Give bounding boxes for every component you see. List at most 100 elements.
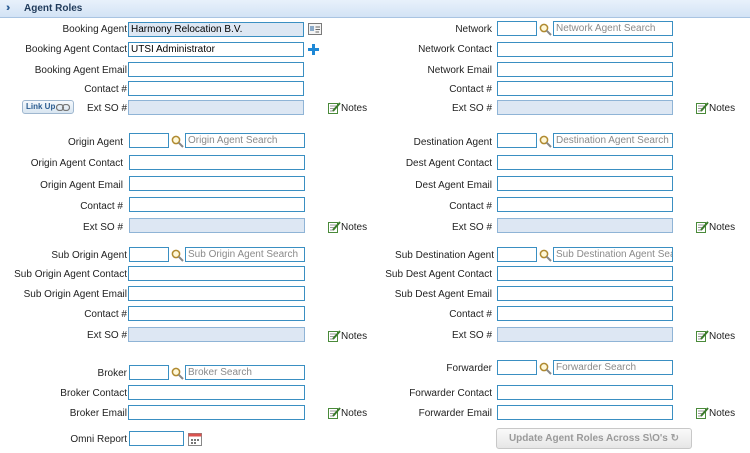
dest-contact-number-label: Contact #	[449, 201, 492, 212]
dest-agent-contact-field[interactable]	[497, 155, 673, 170]
sub-origin-ext-so-field	[128, 327, 305, 342]
add-contact-plus-icon[interactable]	[308, 44, 319, 55]
sub-origin-agent-search-input[interactable]: Sub Origin Agent Search	[185, 247, 305, 262]
magnifier-icon[interactable]	[539, 362, 552, 375]
forwarder-email-label: Forwarder Email	[418, 408, 492, 419]
sub-dest-agent-email-label: Sub Dest Agent Email	[394, 289, 492, 300]
booking-contact-number-field[interactable]	[128, 81, 304, 96]
origin-agent-search-input[interactable]: Origin Agent Search	[185, 133, 305, 148]
broker-email-label: Broker Email	[69, 408, 127, 419]
network-notes-link[interactable]: Notes	[696, 102, 735, 116]
notes-pencil-icon	[328, 221, 341, 233]
destination-agent-search-input[interactable]: Destination Agent Search	[553, 133, 673, 148]
forwarder-label: Forwarder	[446, 363, 492, 374]
booking-ext-so-field	[128, 100, 304, 115]
notes-label: Notes	[341, 408, 368, 419]
magnifier-icon[interactable]	[171, 249, 184, 262]
notes-pencil-icon	[696, 221, 709, 233]
sub-origin-contact-number-field[interactable]	[128, 306, 305, 321]
origin-agent-code-field[interactable]	[129, 133, 169, 148]
sub-origin-notes-link[interactable]: Notes	[328, 330, 367, 344]
omni-report-label: Omni Report	[70, 434, 127, 445]
sub-dest-agent-contact-field[interactable]	[497, 266, 673, 281]
sub-origin-agent-code-field[interactable]	[129, 247, 169, 262]
sub-dest-agent-email-field[interactable]	[497, 286, 673, 301]
sub-origin-agent-label: Sub Origin Agent	[51, 250, 127, 261]
chain-link-icon	[56, 104, 70, 111]
notes-pencil-icon	[328, 330, 341, 342]
booking-agent-email-field[interactable]	[128, 62, 304, 77]
magnifier-icon[interactable]	[539, 249, 552, 262]
network-contact-field[interactable]	[497, 42, 673, 57]
sub-dest-ext-so-field	[497, 327, 673, 342]
destination-notes-link[interactable]: Notes	[696, 221, 735, 235]
collapse-chevron-icon[interactable]: ››	[6, 2, 11, 14]
network-contact-label: Network Contact	[418, 44, 492, 55]
broker-contact-field[interactable]	[128, 385, 305, 400]
forwarder-search-input[interactable]: Forwarder Search	[553, 360, 673, 375]
notes-label: Notes	[709, 408, 736, 419]
broker-label: Broker	[97, 368, 127, 379]
notes-label: Notes	[341, 331, 368, 342]
broker-search-input[interactable]: Broker Search	[185, 365, 305, 380]
sub-destination-agent-code-field[interactable]	[497, 247, 537, 262]
origin-agent-label: Origin Agent	[67, 137, 123, 148]
booking-notes-link[interactable]: Notes	[328, 102, 367, 116]
origin-contact-number-field[interactable]	[129, 197, 305, 212]
update-agent-roles-button[interactable]: Update Agent Roles Across S\O's ↻	[496, 428, 692, 449]
sub-dest-contact-number-field[interactable]	[497, 306, 673, 321]
sub-origin-contact-number-label: Contact #	[84, 309, 127, 320]
destination-agent-code-field[interactable]	[497, 133, 537, 148]
network-label: Network	[455, 24, 492, 35]
origin-notes-link[interactable]: Notes	[328, 221, 367, 235]
booking-agent-field[interactable]: Harmony Relocation B.V.	[128, 22, 304, 37]
network-agent-search-input[interactable]: Network Agent Search	[553, 21, 673, 36]
broker-code-field[interactable]	[129, 365, 169, 380]
forwarder-email-field[interactable]	[497, 405, 673, 420]
omni-report-date-field[interactable]	[129, 431, 184, 446]
sub-origin-agent-contact-field[interactable]	[128, 266, 305, 281]
notes-label: Notes	[709, 103, 736, 114]
sub-destination-agent-label: Sub Destination Agent	[395, 250, 494, 261]
dest-agent-email-field[interactable]	[497, 176, 673, 191]
contact-card-icon[interactable]	[308, 23, 322, 35]
calendar-icon[interactable]	[188, 432, 202, 446]
broker-contact-label: Broker Contact	[60, 388, 127, 399]
booking-ext-so-label: Ext SO #	[86, 103, 127, 114]
forwarder-contact-label: Forwarder Contact	[409, 388, 492, 399]
link-up-button[interactable]: Link Up	[22, 100, 74, 114]
dest-contact-number-field[interactable]	[497, 197, 673, 212]
sub-origin-agent-contact-label: Sub Origin Agent Contact	[14, 269, 127, 280]
origin-ext-so-field	[129, 218, 305, 233]
origin-agent-contact-field[interactable]	[129, 155, 305, 170]
link-up-label: Link Up	[26, 102, 56, 111]
sub-destination-notes-link[interactable]: Notes	[696, 330, 735, 344]
booking-agent-email-label: Booking Agent Email	[34, 65, 127, 76]
notes-pencil-icon	[696, 330, 709, 342]
origin-agent-email-label: Origin Agent Email	[40, 180, 123, 191]
network-contact-number-label: Contact #	[449, 84, 492, 95]
magnifier-icon[interactable]	[539, 23, 552, 36]
section-header[interactable]: ›› Agent Roles	[0, 0, 750, 18]
network-email-field[interactable]	[497, 62, 673, 77]
network-contact-number-field[interactable]	[497, 81, 673, 96]
magnifier-icon[interactable]	[171, 135, 184, 148]
notes-pencil-icon	[696, 407, 709, 419]
dest-ext-so-field	[497, 218, 673, 233]
forwarder-notes-link[interactable]: Notes	[696, 407, 735, 421]
sub-destination-agent-search-input[interactable]: Sub Destination Agent Search	[553, 247, 673, 262]
notes-pencil-icon	[696, 102, 709, 114]
forwarder-code-field[interactable]	[497, 360, 537, 375]
forwarder-contact-field[interactable]	[497, 385, 673, 400]
sub-dest-ext-so-label: Ext SO #	[451, 330, 492, 341]
network-code-field[interactable]	[497, 21, 537, 36]
booking-agent-contact-field[interactable]: UTSI Administrator	[128, 42, 304, 57]
origin-agent-email-field[interactable]	[129, 176, 305, 191]
magnifier-icon[interactable]	[539, 135, 552, 148]
broker-email-field[interactable]	[128, 405, 305, 420]
origin-agent-contact-label: Origin Agent Contact	[30, 158, 123, 169]
magnifier-icon[interactable]	[171, 367, 184, 380]
network-ext-so-field	[497, 100, 673, 115]
sub-origin-agent-email-field[interactable]	[128, 286, 305, 301]
broker-notes-link[interactable]: Notes	[328, 407, 367, 421]
